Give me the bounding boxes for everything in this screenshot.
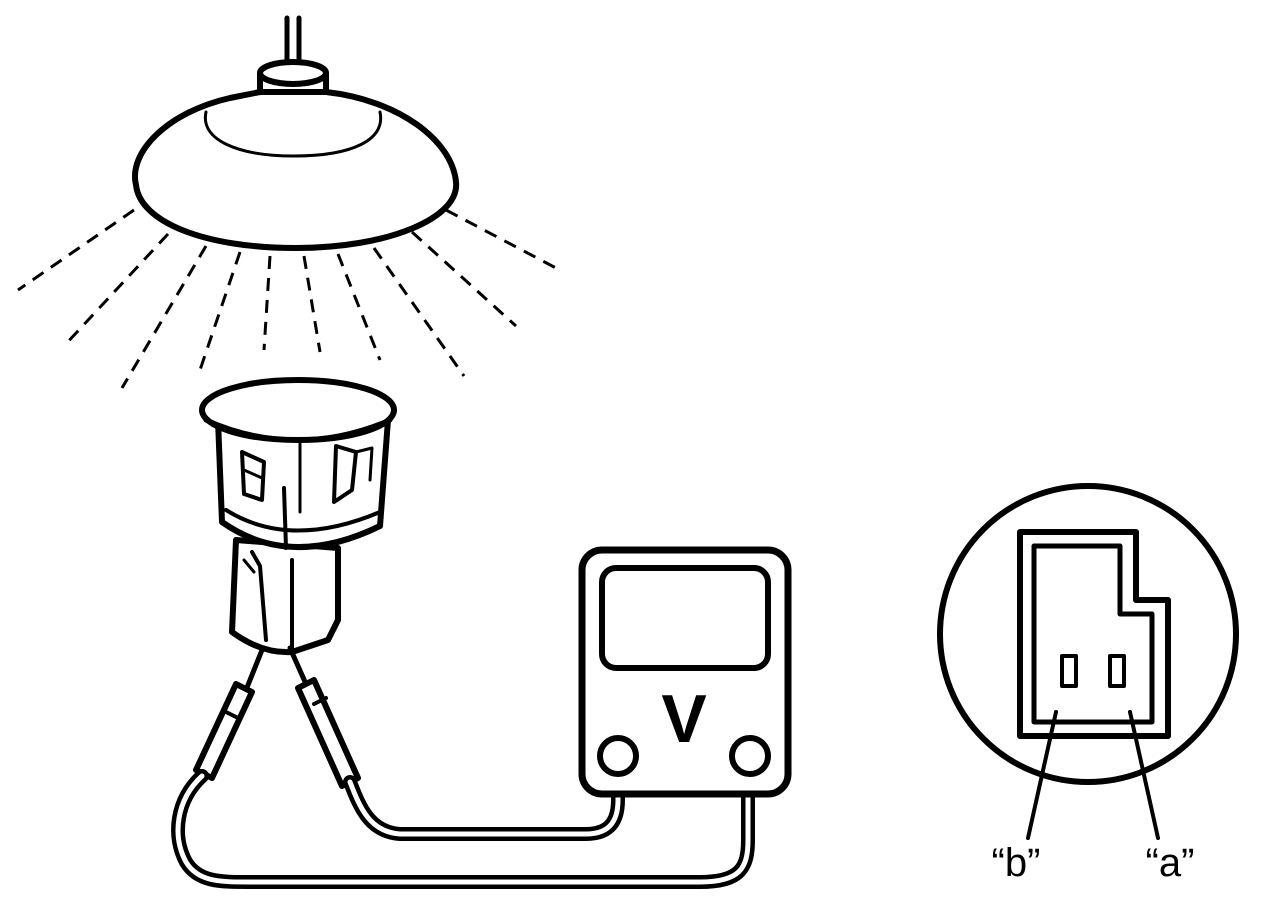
light-rays: [17, 208, 557, 389]
voltmeter-symbol: V: [661, 681, 706, 757]
terminal-b: [1060, 654, 1078, 688]
connector-detail: “b” “a”: [937, 483, 1239, 885]
voltmeter-terminal-right: [729, 735, 771, 777]
sensor-connector-body: [229, 537, 341, 656]
test-leads: [171, 769, 755, 889]
terminal-a-label: “a”: [1146, 841, 1195, 885]
probe-left: [193, 647, 265, 781]
lamp: [132, 15, 460, 251]
terminal-a: [1108, 654, 1126, 688]
lamp-shade-inner-rim: [203, 110, 383, 158]
lamp-cord: [284, 15, 302, 69]
terminal-b-label: “b”: [992, 841, 1041, 885]
voltmeter-terminal-left: [597, 735, 639, 777]
leader-a: [1128, 710, 1160, 840]
probe-right: [287, 645, 361, 789]
leader-b: [1026, 710, 1058, 840]
lead-right: [343, 775, 625, 841]
voltmeter-display: [599, 565, 771, 671]
voltmeter: V: [578, 546, 792, 798]
light-sensor: [199, 377, 397, 656]
lamp-shade: [132, 89, 460, 251]
